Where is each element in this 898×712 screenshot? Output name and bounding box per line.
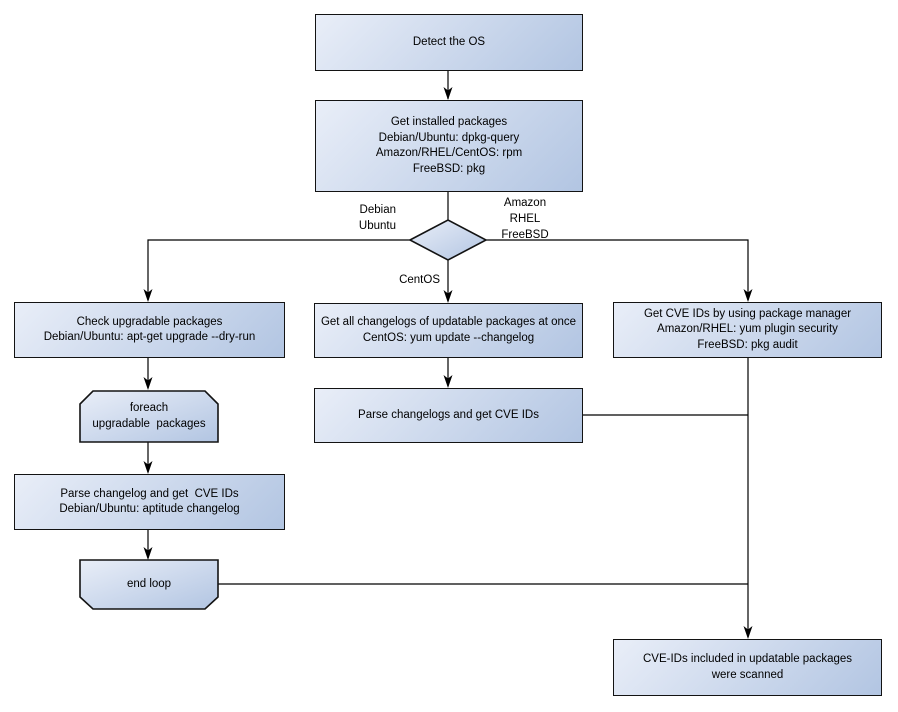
node-check-upgradable-packages: Check upgradable packages Debian/Ubuntu:… [14, 302, 285, 358]
edge-label-debian-ubuntu: Debian Ubuntu [358, 204, 396, 232]
node-get-installed-packages: Get installed packages Debian/Ubuntu: dp… [315, 100, 583, 192]
connector-line [147, 239, 410, 300]
connector-line [486, 239, 749, 300]
node-foreach-loop: foreach upgradable packages [92, 402, 206, 430]
arrowhead [143, 377, 153, 390]
arrowhead [143, 289, 153, 302]
edge-label-centos: CentOS [399, 274, 440, 286]
arrowhead [443, 375, 453, 388]
arrowhead [143, 547, 153, 560]
arrowhead [443, 87, 453, 100]
arrowhead [743, 626, 753, 639]
node-cve-ids-scanned: CVE-IDs included in updatable packages w… [613, 639, 882, 696]
node-parse-changelog-debian: Parse changelog and get CVE IDs Debian/U… [14, 474, 285, 530]
arrowhead [443, 290, 453, 303]
edge-label-amazon-rhel-freebsd: Amazon RHEL FreeBSD [501, 197, 549, 241]
arrowhead [743, 289, 753, 302]
node-parse-changelogs: Parse changelogs and get CVE IDs [314, 388, 583, 443]
arrowhead [143, 461, 153, 474]
node-end-loop: end loop [126, 577, 172, 590]
node-get-cve-ids-package-manager: Get CVE IDs by using package manager Ama… [613, 302, 882, 358]
decision-diamond [408, 219, 488, 261]
node-get-all-changelogs: Get all changelogs of updatable packages… [314, 303, 583, 358]
node-detect-os: Detect the OS [315, 14, 583, 71]
